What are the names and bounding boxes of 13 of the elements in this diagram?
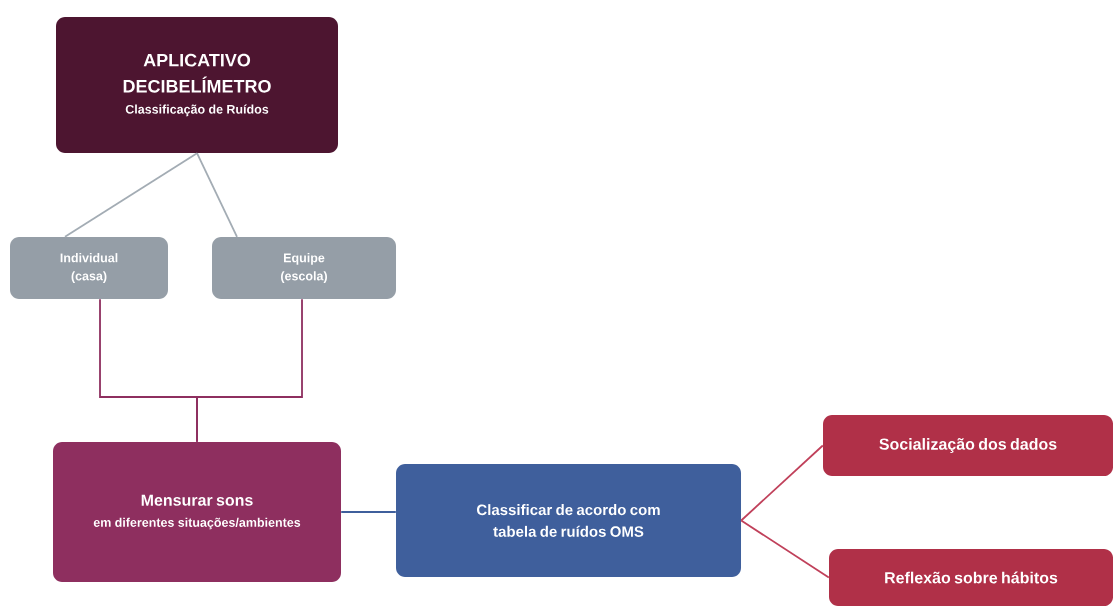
result-box: Reflexão sobre hábitos (829, 549, 1113, 606)
connector-line (64, 152, 198, 238)
process-box: Mensurar sons em diferentes situações/ambientes (53, 442, 341, 582)
connector-line (740, 519, 830, 579)
connector-line (340, 511, 397, 513)
connector-line (740, 444, 824, 522)
process-box: Classificar de acordo com tabela de ruídos OMS (396, 464, 741, 577)
result-box: Socialização dos dados (823, 415, 1113, 476)
option-box: Equipe (escola) (212, 237, 396, 299)
connector-line (196, 298, 303, 443)
title-box: APLICATIVO DECIBELÍMETRO Classificação de Ruídos (56, 17, 338, 153)
connector-line (196, 152, 238, 238)
option-box: Individual (casa) (10, 237, 168, 299)
